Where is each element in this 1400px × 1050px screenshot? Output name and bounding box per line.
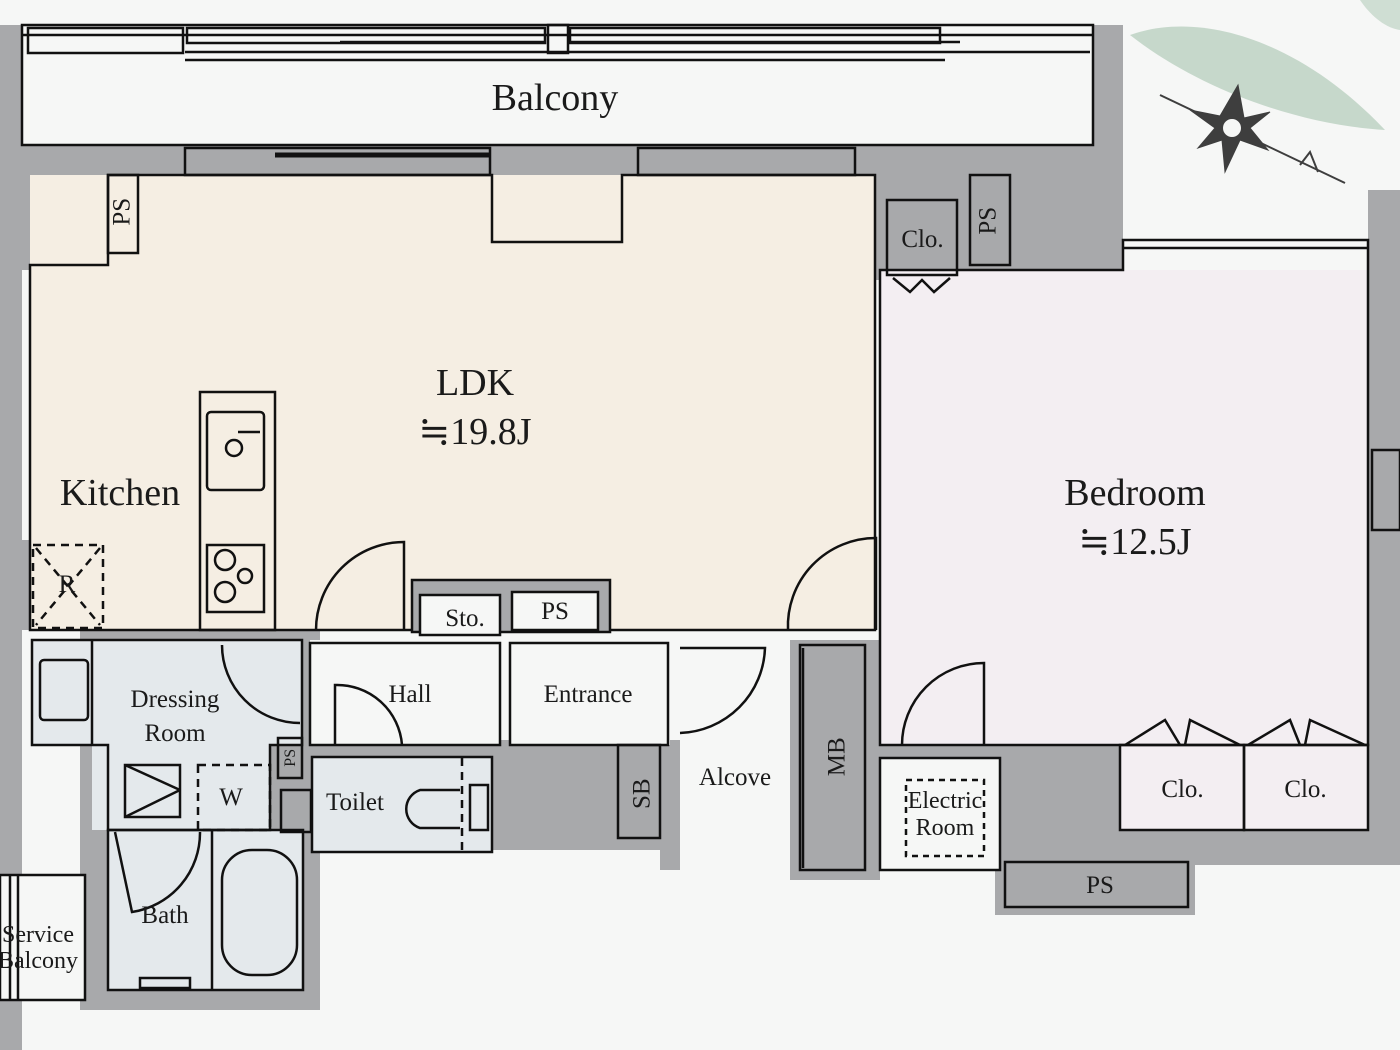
service-balcony-label-line2: Balcony (0, 948, 78, 974)
balcony-label: Balcony (491, 77, 619, 119)
ldk-label: LDK (435, 362, 515, 404)
clo-top-label: Clo. (901, 226, 944, 253)
mb-label: MB (823, 737, 851, 777)
entrance-label: Entrance (543, 681, 633, 708)
bath-label: Bath (141, 902, 189, 929)
ps-small-label: PS (282, 748, 300, 767)
hall-label: Hall (388, 681, 432, 708)
clo-bedroom-2-label: Clo. (1284, 776, 1327, 803)
ps-bottom-label: PS (1086, 872, 1114, 899)
clo-bedroom-1-label: Clo. (1161, 776, 1204, 803)
ps-center-label: PS (541, 598, 569, 625)
ldk-area: ≒19.8J (418, 411, 532, 453)
ps-top-left-label: PS (108, 197, 136, 226)
alcove-label: Alcove (698, 764, 772, 791)
service-balcony-label-line1: Service (2, 922, 74, 948)
bedroom-label: Bedroom (1064, 472, 1206, 514)
bedroom-area: ≒12.5J (1078, 521, 1192, 563)
sto-label: Sto. (445, 605, 485, 632)
dressing-room-label-line1: Dressing (130, 686, 220, 713)
dressing-room-label-line2: Room (144, 720, 206, 747)
room-floors (0, 25, 1368, 1040)
kitchen-label: Kitchen (59, 472, 181, 514)
toilet-label: Toilet (326, 789, 384, 816)
plan-lines (0, 23, 1400, 1002)
sb-label: SB (628, 778, 656, 810)
ps-top-right-label: PS (974, 206, 1002, 235)
washer-label: W (219, 784, 243, 811)
electric-room-label-line2: Room (915, 815, 975, 841)
refrigerator-label: R (58, 571, 76, 598)
electric-room-label-line1: Electric (907, 788, 983, 814)
